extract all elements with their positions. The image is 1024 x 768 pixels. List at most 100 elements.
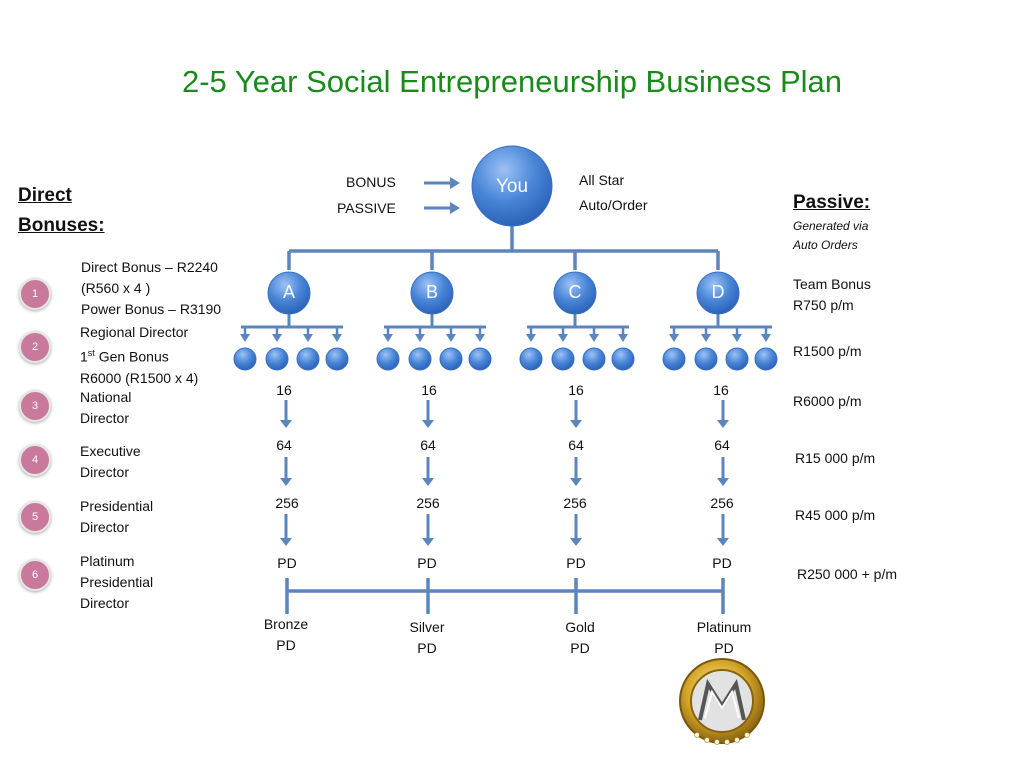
leg-c-label: C xyxy=(568,282,582,302)
leg-d-arrow-2-head xyxy=(717,478,729,486)
leg-a-count-256: 256 xyxy=(275,495,299,511)
leg-d-label: D xyxy=(711,282,725,302)
leg-c-sub-node-2 xyxy=(551,347,575,371)
leg-a-count-pd: PD xyxy=(277,555,297,571)
leg-c-sub-2-arrow xyxy=(558,334,568,342)
bonus-arrow-icon xyxy=(424,177,460,189)
leg-c-arrow-2-head xyxy=(570,478,582,486)
leg-c-sub-1-arrow xyxy=(526,334,536,342)
leg-d-count-pd: PD xyxy=(712,555,732,571)
leg-d-sub-1-arrow xyxy=(669,334,679,342)
leg-c-count-64: 64 xyxy=(568,437,584,453)
leg-c-count-pd: PD xyxy=(566,555,586,571)
leg-a-sub-2-arrow xyxy=(272,334,282,342)
leg-c-node xyxy=(553,271,597,315)
level-r15000: R15 000 p/m xyxy=(795,450,876,466)
main-connector-lines xyxy=(287,222,720,270)
leg-b-sub-2-arrow xyxy=(415,334,425,342)
leg-d-sub-3-arrow xyxy=(732,334,742,342)
leg-b-sub-1-arrow xyxy=(383,334,393,342)
leg-a-sub-node-1 xyxy=(233,347,257,371)
leg-c-arrow-1-head xyxy=(570,420,582,428)
rank-connector-lines xyxy=(285,578,725,614)
step-2-text: Regional Director 1st Gen Bonus R6000 (R… xyxy=(80,324,199,386)
step-1-badge: 1 xyxy=(19,278,51,310)
bonus-label: BONUS xyxy=(346,174,396,190)
leg-d-arrow-3-head xyxy=(717,538,729,546)
leg-b-count-256: 256 xyxy=(416,495,440,511)
you-node-label: You xyxy=(495,176,529,197)
leg-b-sub-node-2 xyxy=(408,347,432,371)
level-r6000: R6000 p/m xyxy=(793,393,862,409)
leg-a-sub-4-arrow xyxy=(332,334,342,342)
leg-c-sub-4-arrow xyxy=(618,334,628,342)
leg-d-sub-node-2 xyxy=(694,347,718,371)
leg-a-label: A xyxy=(282,282,295,302)
you-node xyxy=(471,145,553,227)
step-5-badge: 5 xyxy=(19,501,51,533)
leg-d-sub-2-arrow xyxy=(701,334,711,342)
leg-b-arrow-1-head xyxy=(422,420,434,428)
passive-arrow-icon xyxy=(424,202,460,214)
step-6-badge: 6 xyxy=(19,559,51,591)
step-3-badge: 3 xyxy=(19,390,51,422)
leg-b-sub-4-arrow xyxy=(475,334,485,342)
leg-b-sub-3-arrow xyxy=(446,334,456,342)
leg-d-sub-node-3 xyxy=(725,347,749,371)
leg-d-sub-node-4 xyxy=(754,347,778,371)
leg-c-sub-3-arrow xyxy=(589,334,599,342)
leg-d-sub-4-arrow xyxy=(761,334,771,342)
all-star-label: All Star xyxy=(579,172,625,188)
leg-c-sub-node-4 xyxy=(611,347,635,371)
leg-b-label: B xyxy=(425,282,438,302)
level-r1500: R1500 p/m xyxy=(793,343,862,359)
leg-b-sub-node-3 xyxy=(439,347,463,371)
leg-a-arrow-1-head xyxy=(280,420,292,428)
step-4-badge: 4 xyxy=(19,444,51,476)
gold-medallion-logo-icon xyxy=(679,658,765,745)
leg-d-node xyxy=(696,271,740,315)
leg-a-arrow-3-head xyxy=(280,538,292,546)
leg-a-sub-node-3 xyxy=(296,347,320,371)
leg-b-count-64: 64 xyxy=(420,437,436,453)
leg-a-arrow-2-head xyxy=(280,478,292,486)
step-1-text: Direct Bonus – R2240(R560 x 4 )Power Bon… xyxy=(81,259,222,317)
leg-c-sub-node-1 xyxy=(519,347,543,371)
leg-a-node xyxy=(267,271,311,315)
leg-b-sub-node-1 xyxy=(376,347,400,371)
leg-b-count-16: 16 xyxy=(421,382,437,398)
leg-d-count-256: 256 xyxy=(710,495,734,511)
leg-d-count-64: 64 xyxy=(714,437,730,453)
leg-a-count-16: 16 xyxy=(276,382,292,398)
leg-a-sub-3-arrow xyxy=(303,334,313,342)
level-r250000: R250 000 + p/m xyxy=(797,566,898,582)
leg-b-arrow-3-head xyxy=(422,538,434,546)
leg-c-sub-node-3 xyxy=(582,347,606,371)
leg-a-sub-node-4 xyxy=(325,347,349,371)
leg-b-arrow-2-head xyxy=(422,478,434,486)
step-2-badge: 2 xyxy=(19,331,51,363)
leg-c-count-16: 16 xyxy=(568,382,584,398)
leg-c-arrow-3-head xyxy=(570,538,582,546)
leg-b-node xyxy=(410,271,454,315)
leg-b-count-pd: PD xyxy=(417,555,437,571)
passive-header: Passive: xyxy=(793,192,871,213)
leg-d-sub-node-1 xyxy=(662,347,686,371)
leg-a-sub-1-arrow xyxy=(240,334,250,342)
leg-b-sub-node-4 xyxy=(468,347,492,371)
leg-c-count-256: 256 xyxy=(563,495,587,511)
leg-a-count-64: 64 xyxy=(276,437,292,453)
leg-a-sub-node-2 xyxy=(265,347,289,371)
level-r45000: R45 000 p/m xyxy=(795,507,876,523)
